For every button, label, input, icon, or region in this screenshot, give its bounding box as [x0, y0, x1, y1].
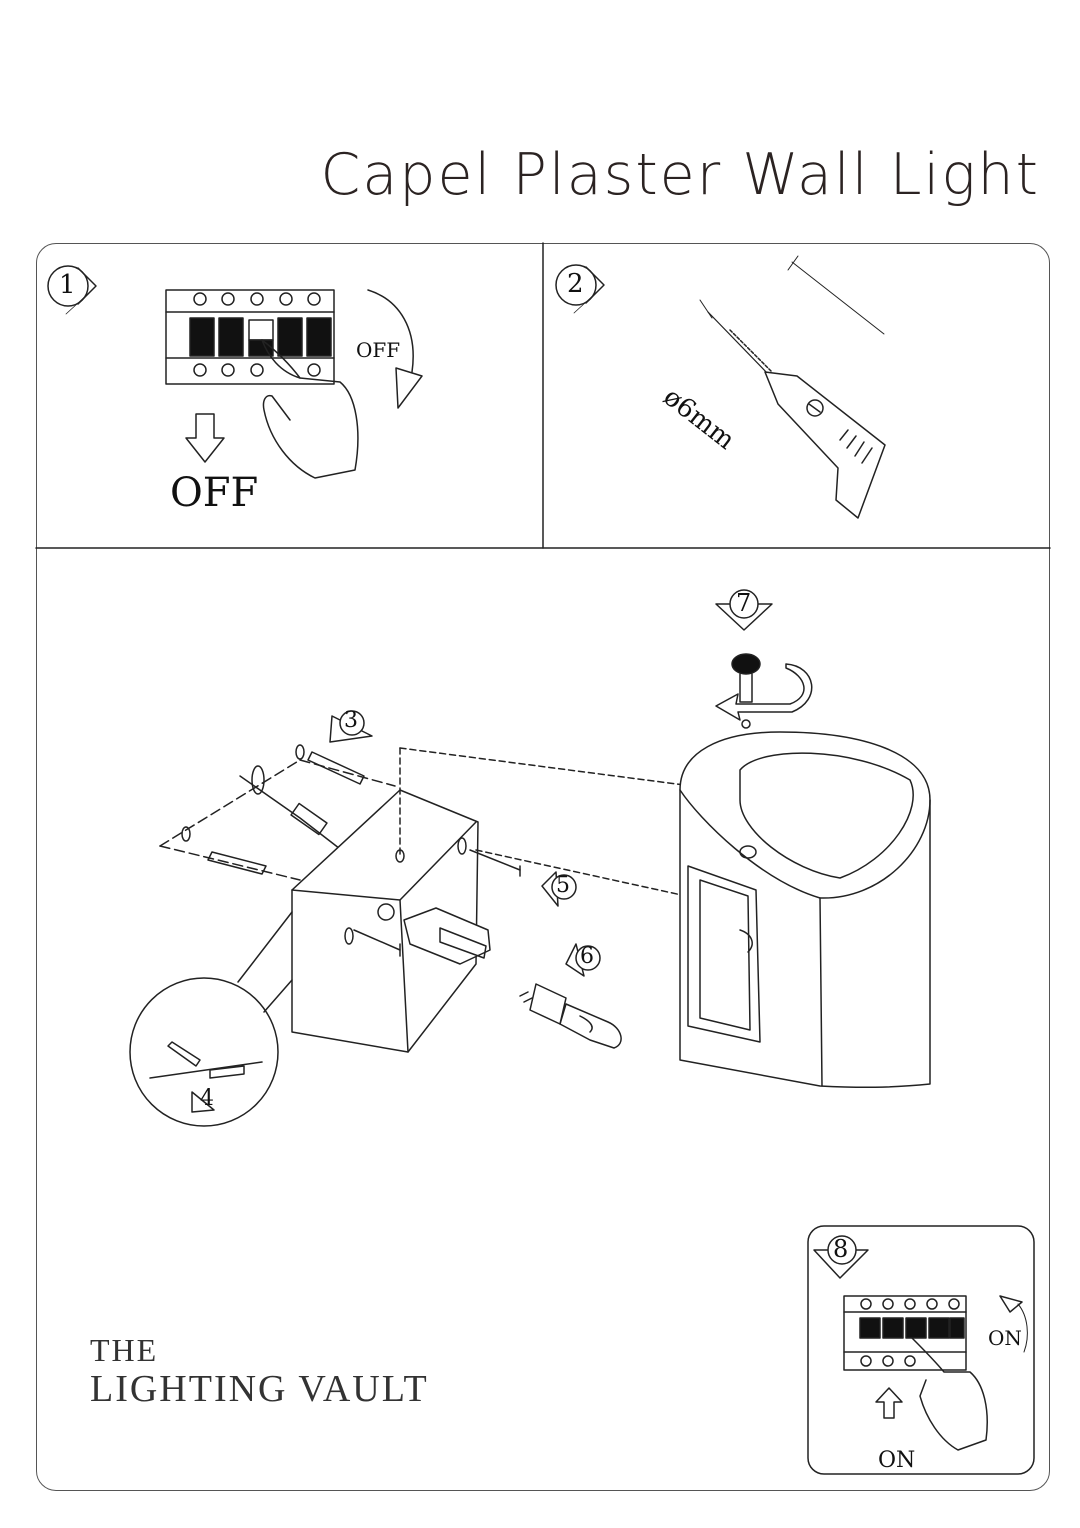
arrow-down-icon: [185, 413, 225, 463]
mains-cable: [239, 765, 345, 853]
wall-plugs: [159, 744, 396, 881]
step-2-badge: [555, 264, 605, 314]
plaster-shade: [679, 731, 931, 1089]
off-label-large: OFF: [170, 470, 259, 516]
thumb-screw: [715, 653, 813, 729]
step-number-1: 1: [59, 270, 76, 300]
step-number-8: 8: [833, 1235, 849, 1263]
step-number-2: 2: [567, 269, 584, 299]
pointing-hand-icon: [261, 339, 359, 479]
on-label-small: ON: [988, 1326, 1022, 1350]
step-4-detail: [129, 911, 293, 1127]
step-6-badge: [565, 943, 601, 977]
drill-icon: [699, 255, 886, 519]
g9-bulb: [519, 983, 622, 1049]
brand-line-1: THE: [90, 1332, 159, 1368]
step-number-5: 5: [556, 873, 570, 898]
step-8-frame: [807, 1225, 1035, 1475]
lamp-holder: [377, 903, 491, 965]
step-7-badge: [715, 589, 773, 631]
step-5-badge: [541, 871, 577, 907]
circuit-breaker-icon: [165, 289, 335, 385]
step-number-4: 4: [200, 1086, 214, 1111]
off-rotation-arrow: [367, 289, 423, 409]
step-number-6: 6: [580, 944, 594, 969]
screws: [353, 849, 521, 957]
step-3-badge: [329, 710, 373, 743]
step-number-7: 7: [736, 589, 752, 617]
on-label-large: ON: [878, 1448, 916, 1473]
step-8-badge: [813, 1235, 869, 1279]
arrow-up-icon: [875, 1387, 903, 1419]
off-label-small: OFF: [356, 338, 401, 362]
on-rotation-arrow: [999, 1295, 1028, 1353]
brand-line-2: LIGHTING VAULT: [90, 1368, 429, 1410]
pointing-hand-icon-step8: [911, 1337, 988, 1451]
page-title: Capel Plaster Wall Light: [320, 142, 1040, 208]
step-1-badge: [47, 265, 97, 315]
step-number-3: 3: [344, 708, 358, 733]
circuit-breaker-icon-on: [843, 1295, 967, 1371]
